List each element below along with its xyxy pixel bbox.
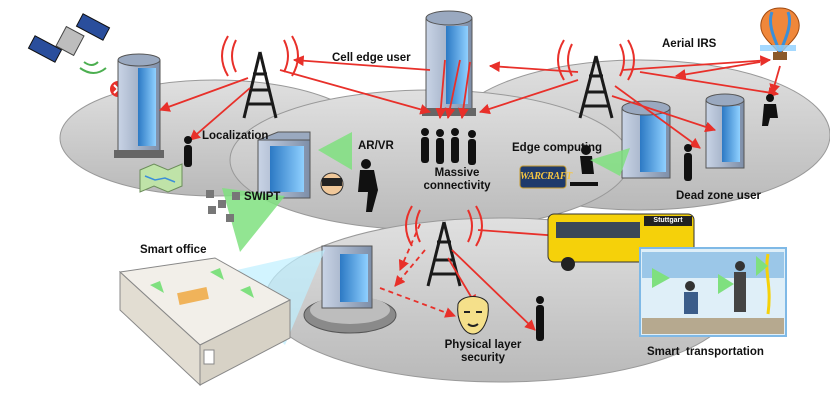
security-building xyxy=(303,245,397,334)
base-station-building-left xyxy=(114,53,164,158)
bus-destination-sign: Stuttgart xyxy=(653,217,683,224)
physical-layer-security-label: Physical layer security xyxy=(444,339,522,364)
bus-interior-inset xyxy=(639,247,787,337)
people-silhouettes xyxy=(184,94,778,341)
edge-computing-label: Edge computing xyxy=(512,142,603,154)
smart-office-illustration xyxy=(118,257,292,387)
vr-headset-user-icon xyxy=(320,172,344,196)
massive-connectivity-label: Massive connectivity xyxy=(423,167,491,192)
ar-vr-beam xyxy=(318,132,352,170)
ar-vr-building xyxy=(257,131,311,199)
eavesdropper-user xyxy=(536,296,544,341)
wireless-links xyxy=(158,55,781,331)
aerial-irs-balloon-icon xyxy=(760,7,800,60)
tower-left-icon xyxy=(221,35,299,119)
dead-zone-user-label: Dead zone user xyxy=(676,190,761,202)
game-logo-icon xyxy=(519,165,567,189)
edge-computing-building xyxy=(621,100,671,179)
massive-connectivity-crowd xyxy=(421,128,476,165)
ar-vr-user xyxy=(358,159,378,212)
smart-transportation-label: Smart transportation xyxy=(647,346,764,358)
satellite-icon xyxy=(27,13,111,74)
smart-office-label: Smart office xyxy=(140,244,207,256)
map-icon xyxy=(139,163,183,193)
seated-user xyxy=(762,94,778,126)
localization-label: Localization xyxy=(202,130,269,142)
cell-edge-user-label: Cell edge user xyxy=(332,52,411,64)
swipt-label: SWIPT xyxy=(244,191,281,203)
edge-beam xyxy=(590,148,630,176)
dead-zone-building xyxy=(705,93,745,169)
swipt-sensor-icons xyxy=(206,190,240,222)
physical-security-mask-icon xyxy=(457,296,489,335)
base-station-building-center xyxy=(422,10,476,116)
edge-computing-user xyxy=(570,145,598,186)
game-logo-text: WARCRAFT xyxy=(520,171,572,182)
tower-right-icon xyxy=(557,39,635,119)
aerial-irs-label: Aerial IRS xyxy=(662,38,717,50)
swipt-beam xyxy=(222,188,285,252)
localization-user xyxy=(184,136,192,167)
tower-bottom-icon xyxy=(405,205,483,287)
dead-zone-user xyxy=(684,144,692,181)
ar-vr-label: AR/VR xyxy=(358,140,394,152)
